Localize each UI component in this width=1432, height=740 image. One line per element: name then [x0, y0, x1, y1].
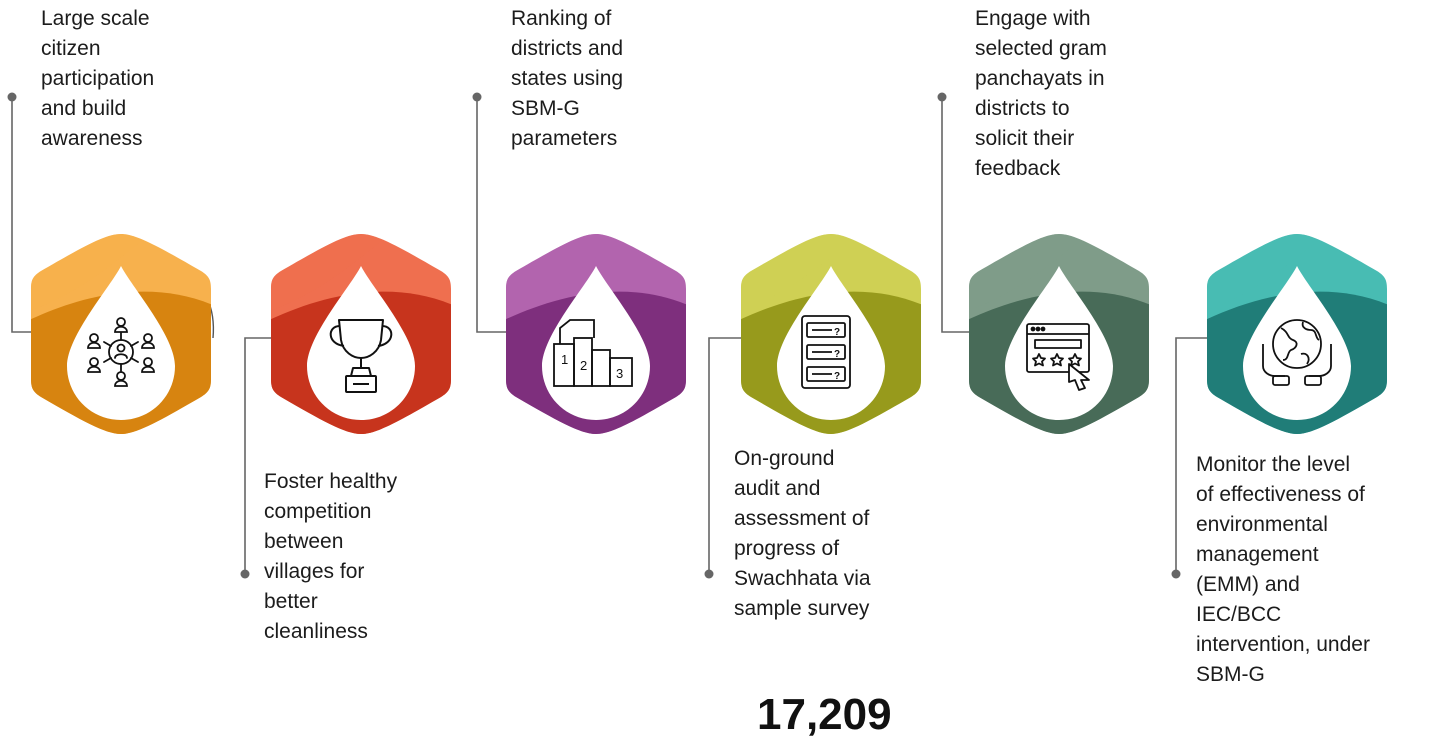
hexagon-step-3	[506, 234, 686, 434]
citizen-network-icon	[87, 317, 155, 387]
step-6-text: Monitor the level of effectiveness of en…	[1196, 453, 1370, 686]
drop-cutout	[542, 266, 650, 420]
partial-number: 17,209	[757, 690, 892, 739]
drop-cutout	[307, 266, 415, 420]
connector-dot-3	[472, 92, 482, 102]
hexagon-step-4	[741, 234, 921, 434]
rating-feedback-icon	[1026, 323, 1090, 391]
hexagon-step-6	[1207, 234, 1387, 434]
step-1-text: Large scale citizen participation and bu…	[41, 7, 155, 150]
podium-ranking-icon: 1 2 3	[553, 319, 633, 387]
connector-2	[244, 337, 282, 574]
hexagon-step-5	[969, 234, 1149, 434]
step-3-text: Ranking of districts and states using SB…	[511, 7, 624, 150]
hexagon-step-1	[31, 234, 211, 434]
connector-dot-6	[1171, 569, 1181, 579]
drop-cutout	[777, 266, 885, 420]
svg-text:?: ?	[834, 349, 840, 360]
connector-dot-1	[7, 92, 17, 102]
survey-checklist-icon: ? ? ?	[801, 315, 851, 389]
step-2-text: Foster healthy competition between villa…	[264, 470, 398, 643]
trophy-icon	[329, 319, 393, 393]
connector-dot-2	[240, 569, 250, 579]
step-4-text: On-ground audit and assessment of progre…	[734, 447, 871, 620]
connector-dot-5	[937, 92, 947, 102]
connectors	[7, 92, 1214, 579]
hexagon-step-2	[271, 234, 451, 434]
connector-dot-4	[704, 569, 714, 579]
connector-6	[1175, 337, 1214, 574]
process-diagram: 1 2 3 ? ? ?	[7, 92, 1387, 579]
svg-text:2: 2	[580, 358, 587, 373]
step-5-text: Engage with selected gram panchayats in …	[975, 7, 1107, 180]
drop-cutout	[1005, 266, 1113, 420]
connector-5	[941, 97, 980, 333]
svg-text:?: ?	[834, 327, 840, 338]
svg-text:?: ?	[834, 371, 840, 382]
svg-text:1: 1	[561, 352, 568, 367]
connector-4	[708, 337, 750, 574]
earth-in-hands-icon	[1262, 319, 1332, 386]
connector-3	[476, 97, 515, 333]
svg-text:3: 3	[616, 366, 623, 381]
drop-cutout	[67, 266, 175, 420]
